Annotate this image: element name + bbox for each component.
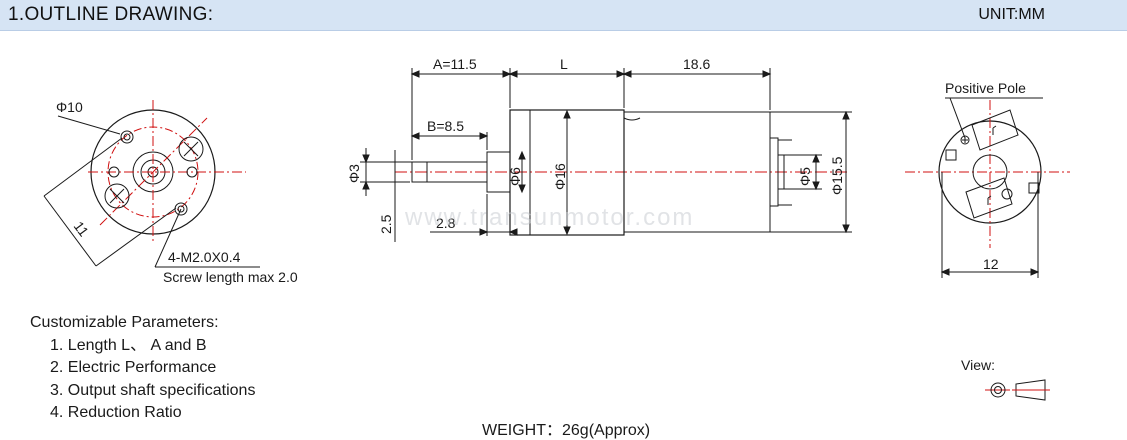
dim-11-ext-top [43,137,123,197]
dim-l-label: L [560,56,568,72]
dim-phi6-label: Φ6 [507,167,523,186]
rear-view: Positive Pole 12 [905,80,1070,278]
motor-boss [777,154,785,190]
dim-phi6-arrows [518,150,526,194]
dim-11-ext-bottom [95,207,177,267]
projection-symbol [985,379,1050,401]
dim-28-arrows [479,228,518,236]
dim-phi155-label: Φ15.5 [829,156,845,195]
positive-mark [960,135,970,145]
vent-right [1028,182,1040,194]
dim-top-arrows [410,70,772,78]
terminal-bottom-mark [987,195,992,205]
param-item-2: 2. Electric Performance [50,359,217,376]
screw-hole-tl-inner [123,133,131,141]
screw-head-bl [104,183,130,209]
terminal-top [971,109,1019,151]
dim-phi16-arrows [563,109,571,236]
screw-cross-tr [183,141,199,157]
param-item-1: 1. Length L、 A and B [50,336,207,354]
dim-28-label: 2.8 [436,215,456,231]
pin-hole-right [186,166,198,178]
param-item-4: 4. Reduction Ratio [50,404,182,421]
dim-phi5-arrows [812,153,820,191]
positive-pole-leader [949,97,966,139]
screw-head-tr [178,136,204,162]
dim-phi3-label: Φ3 [346,164,362,183]
dim-phi3-arrows [362,154,370,190]
dim-phi16-label: Φ16 [552,163,568,190]
screw-hole-tl [120,130,134,144]
param-item-3: 3. Output shaft specifications [50,381,256,399]
screw-hole-br-inner [177,205,185,213]
motor-neck-curve [623,117,641,121]
phi10-label: Φ10 [56,99,83,115]
dim-phi5-label: Φ5 [797,167,813,186]
watermark: www.transunmotor.com [404,204,694,231]
customizable-parameters: Customizable Parameters: 1. Length L、 A … [30,312,255,425]
screw-leader [154,208,182,268]
dim-b-label: B=8.5 [427,118,464,134]
section-header: 1.OUTLINE DRAWING: UNIT:MM [0,0,1127,31]
screw-spec-label: 4-M2.0X0.4 [168,249,241,265]
dim-25-label: 2.5 [378,214,394,234]
front-view: Φ10 11 4-M2.0X0.4 Screw length max 2.0 [43,99,298,285]
front-centerline-diag [99,117,208,226]
dim-186-label: 18.6 [683,56,710,72]
dim-phi155-arrows [842,110,850,234]
projection-cone [1015,379,1046,401]
terminal-top-mark [992,125,997,135]
vent-left [945,149,957,161]
terminal-bottom [965,177,1013,219]
weight-label: WEIGHT：26g(Approx) [482,422,651,439]
side-view: A=11.5 L 18.6 B=8.5 Φ3 2.5 2.8 Φ6 Φ16 [346,56,852,242]
dim-a-label: A=11.5 [433,56,477,72]
dim-b-arrows [410,132,489,140]
projection-circle-outer [990,382,1006,398]
unit-label: UNIT:MM [978,6,1045,23]
rear-small-hole [1001,188,1013,200]
positive-pole-label: Positive Pole [945,80,1026,96]
section-title: 1.OUTLINE DRAWING: [8,4,214,25]
rear-boss [972,154,1008,190]
phi10-leader [57,115,121,135]
pin-hole-left [108,166,120,178]
params-heading: Customizable Parameters: [30,314,219,331]
dim-11-line [43,195,97,267]
dim-12-label: 12 [983,256,999,272]
screw-length-label: Screw length max 2.0 [163,269,298,285]
dim-12-arrows [940,268,1040,276]
screw-cross-bl [109,188,125,204]
projection-circle-inner [994,386,1002,394]
view-label: View: [961,357,995,373]
